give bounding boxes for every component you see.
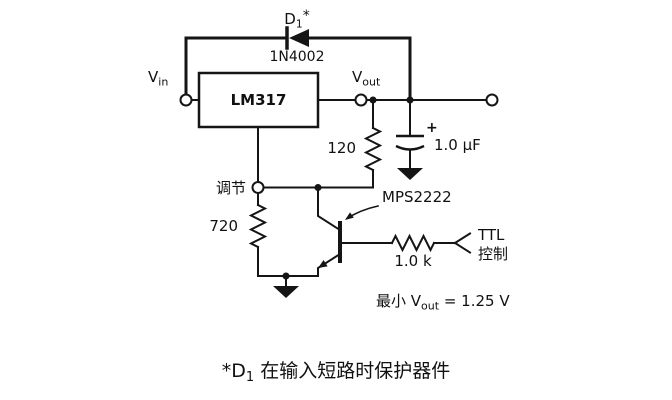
lm317-label: LM317 (231, 91, 287, 109)
resistor-1k-label: 1.0 k (394, 252, 432, 270)
vout-terminal-icon (354, 93, 368, 107)
adjust-terminal-icon (251, 181, 265, 194)
base-resistor-ttl: 1.0 k TTL 控制 (339, 226, 508, 270)
ground-icon (273, 286, 299, 298)
resistor-720: 720 (209, 192, 319, 298)
lm317-regulator: LM317 (197, 71, 320, 129)
cap-polarity-label: + (426, 120, 438, 136)
ttl-fork-icon (453, 232, 472, 254)
resistor-1k-zigzag-icon (390, 233, 436, 253)
cap-value-label: 1.0 µF (434, 136, 481, 154)
vin-label: Vin (148, 68, 168, 89)
transistor-label: MPS2222 (382, 188, 452, 206)
ttl-label-line2: 控制 (478, 245, 508, 263)
diode-ref-label: D1* (284, 8, 310, 31)
transistor-mps2222: MPS2222 (317, 186, 452, 277)
pointer-arrowhead-icon (345, 212, 354, 220)
resistor-120: 120 (327, 99, 383, 189)
adjust-pin: 调节 (216, 126, 374, 197)
output-wire: Vout (317, 68, 499, 107)
diode-d1: D1* 1N4002 (269, 8, 324, 65)
emitter-arrow-icon (318, 260, 328, 268)
ground-icon (397, 168, 423, 180)
transistor-collector-wire (317, 186, 342, 232)
capacitor-1uf: + 1.0 µF (395, 99, 481, 180)
cap-plate-bottom-icon (395, 144, 425, 151)
resistor-120-label: 120 (327, 139, 356, 157)
vin-terminal-icon (179, 93, 193, 107)
diode-part-label: 1N4002 (269, 49, 324, 65)
ttl-label-line1: TTL (477, 226, 505, 244)
resistor-120-zigzag-icon (363, 126, 383, 172)
output-terminal-icon (485, 93, 499, 107)
top-rail-wire (184, 36, 412, 102)
vin-terminal: Vin (148, 68, 200, 107)
min-vout-note: 最小 Vout = 1.25 V (376, 292, 510, 313)
resistor-720-label: 720 (209, 217, 238, 235)
vout-label: Vout (352, 68, 381, 89)
resistor-720-zigzag-icon (248, 203, 268, 249)
caption: *D1 在输入短路时保护器件 (222, 360, 450, 385)
top-rail-right-wire (307, 36, 412, 102)
resistor-720-bottom-wire (257, 246, 319, 277)
diode-triangle-icon (289, 29, 309, 47)
adjust-label: 调节 (216, 179, 246, 197)
top-rail-left-wire (184, 36, 288, 96)
